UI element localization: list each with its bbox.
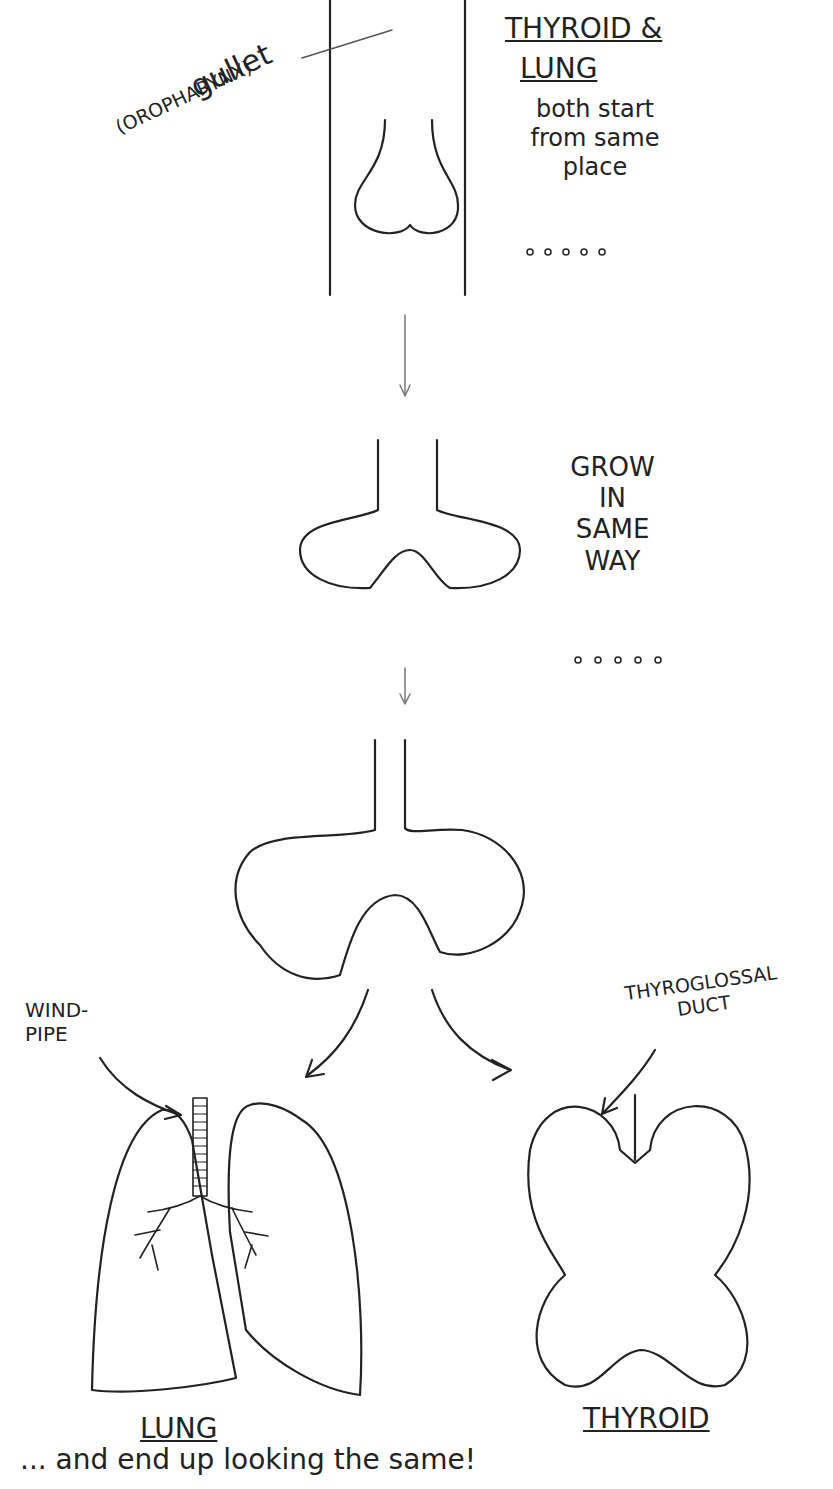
caption: ... and end up looking the same! [20, 1443, 476, 1477]
part-label: (OROPHARYNX) [112, 56, 255, 139]
heading-note: THYROID & [505, 12, 662, 46]
note-text: GROW IN SAME WAY [560, 452, 665, 577]
part-label: WIND-PIPE [25, 998, 115, 1046]
heading-note: LUNG [520, 52, 597, 86]
note-text: both start from same place [515, 95, 675, 181]
part-label: THYROGLOSSAL DUCT [605, 959, 799, 1031]
organ-label: THYROID [583, 1402, 710, 1436]
organ-label: LUNG [140, 1412, 217, 1446]
